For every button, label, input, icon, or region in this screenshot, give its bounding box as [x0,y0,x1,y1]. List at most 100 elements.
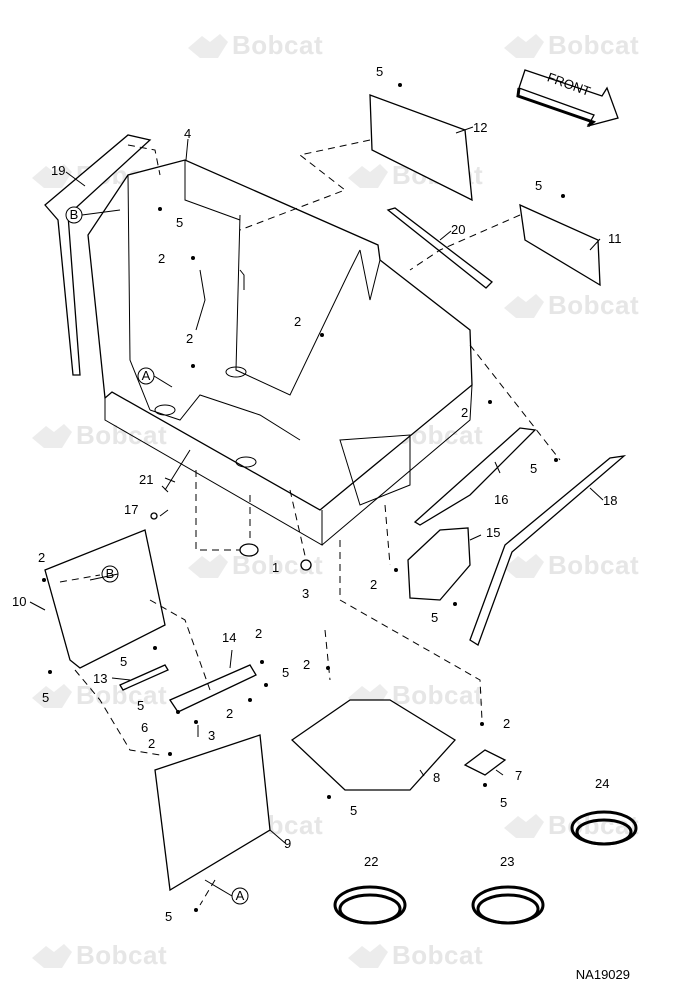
part-label-2: 2 [38,550,45,565]
watermark-text: Bobcat [232,30,324,60]
part-label-2: 2 [158,251,165,266]
part-label-21: 21 [139,472,153,487]
watermark-text: Bobcat [548,30,640,60]
callout-a: A [231,887,249,905]
callout-a: A [137,367,155,385]
fasteners [42,83,565,912]
part-label-20: 20 [451,222,465,237]
part-label-2: 2 [186,331,193,346]
part-label-12: 12 [473,120,487,135]
part-label-8: 8 [433,770,440,785]
part-label-5: 5 [535,178,542,193]
part-label-5: 5 [165,909,172,924]
bobcat-logo-icon [504,34,544,58]
part-label-13: 13 [93,671,107,686]
bobcat-logo-icon [348,944,388,968]
part-label-19: 19 [51,163,65,178]
callout-b-label: B [106,566,115,581]
watermark-text: Bobcat [548,290,640,320]
drawing-number: NA19029 [575,967,630,982]
cab-frame [87,159,473,546]
part-3-grommet [300,559,312,571]
part-12-panel [369,94,473,202]
part-label-2: 2 [503,716,510,731]
part-label-3: 3 [208,728,215,743]
part-label-5: 5 [120,654,127,669]
bobcat-logo-icon [348,164,388,188]
part-label-5: 5 [350,803,357,818]
watermark-text: Bobcat [76,940,168,970]
part-label-24: 24 [595,776,609,791]
watermark-text: Bobcat [392,680,484,710]
part-label-5: 5 [137,698,144,713]
part-label-4: 4 [184,126,191,141]
part-11-panel [519,203,601,287]
watermark-text: Bobcat [392,940,484,970]
callout-a-label: A [236,888,245,903]
part-label-5: 5 [431,610,438,625]
part-label-2: 2 [294,314,301,329]
watermark-text: Bobcat [548,550,640,580]
part-17-nut [150,512,158,520]
callout-b: B [101,565,119,583]
part-label-5: 5 [42,690,49,705]
part-label-6: 6 [141,720,148,735]
part-label-2: 2 [303,657,310,672]
bobcat-logo-icon [504,294,544,318]
bobcat-logo-icon [188,554,228,578]
bobcat-logo-icon [32,164,72,188]
part-7-plate [463,749,507,776]
part-10-panel [44,529,166,669]
part-label-22: 22 [364,854,378,869]
part-label-2: 2 [226,706,233,721]
part-label-5: 5 [530,461,537,476]
callout-b: B [65,206,83,224]
part-labels: 1 3 4 5 5 5 2 2 2 2 5 19 12 11 20 16 18 … [12,64,622,924]
part-16-panel [413,427,537,526]
part-label-1: 1 [272,560,279,575]
part-label-2: 2 [370,577,377,592]
part-label-14: 14 [222,630,236,645]
part-19-seal [44,134,152,376]
part-label-5: 5 [500,795,507,810]
part-label-5: 5 [282,665,289,680]
part-8-mat [290,699,457,791]
part-18-seal [469,455,627,646]
part-label-15: 15 [486,525,500,540]
part-label-7: 7 [515,768,522,783]
part-label-17: 17 [124,502,138,517]
part-label-5: 5 [176,215,183,230]
callout-a-label: A [142,368,151,383]
watermark-text: Bobcat [76,420,168,450]
part-15-panel [407,527,471,601]
bobcat-logo-icon [504,554,544,578]
part-label-16: 16 [494,492,508,507]
part-label-2: 2 [255,626,262,641]
part-label-2: 2 [148,736,155,751]
part-23-seal-coil [471,885,545,925]
part-20-seal [386,207,493,289]
leader-lines [29,126,604,897]
part-label-18: 18 [603,493,617,508]
part-label-9: 9 [284,836,291,851]
part-label-10: 10 [12,594,26,609]
callout-b-label: B [70,207,79,222]
part-21-bolt [161,449,191,493]
assembly-lines [59,139,561,906]
bobcat-logo-icon [188,34,228,58]
part-label-23: 23 [500,854,514,869]
part-1-grommet [239,543,259,557]
part-label-5: 5 [376,64,383,79]
bobcat-logo-icon [32,424,72,448]
part-9-panel [154,734,271,892]
part-label-11: 11 [608,231,622,246]
part-22-seal-coil [333,885,407,925]
front-arrow: FRONT [516,69,619,128]
bobcat-logo-icon [32,944,72,968]
part-13-strip [119,664,169,691]
part-24-seal-coil [570,810,638,846]
part-14-bracket [169,664,257,713]
bobcat-logo-icon [32,684,72,708]
part-label-3: 3 [302,586,309,601]
